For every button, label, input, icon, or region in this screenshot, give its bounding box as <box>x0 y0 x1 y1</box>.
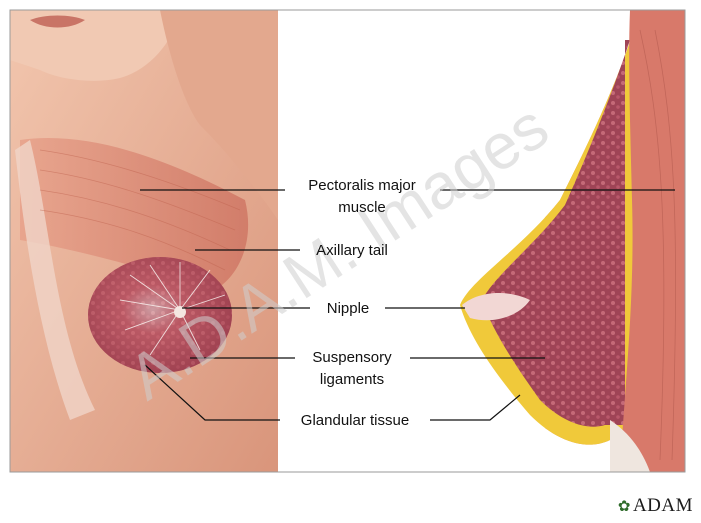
adam-logo: ✿ADAM <box>618 495 693 517</box>
cross-section-illustration <box>460 10 685 472</box>
label-axillary-tail: Axillary tail <box>316 242 388 259</box>
torso-illustration <box>10 10 278 472</box>
label-nipple: Nipple <box>327 300 370 317</box>
brand-text: ADAM <box>633 495 693 516</box>
glandular-leader-right <box>430 395 520 420</box>
label-pectoralis-line1: Pectoralis major <box>308 177 416 194</box>
leaf-icon: ✿ <box>618 499 631 515</box>
label-suspensory-line1: Suspensory <box>312 349 392 366</box>
label-suspensory-line2: ligaments <box>320 371 384 388</box>
label-pectoralis-line2: muscle <box>338 199 386 216</box>
label-glandular-tissue: Glandular tissue <box>301 412 409 429</box>
